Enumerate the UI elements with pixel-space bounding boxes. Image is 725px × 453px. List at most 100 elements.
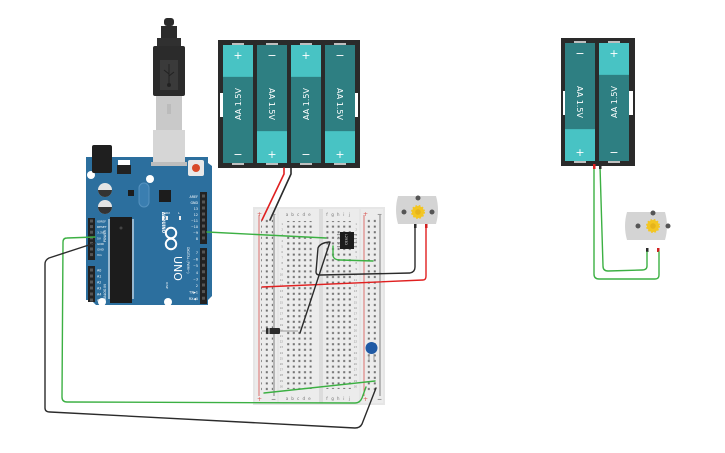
led-label-l: L <box>178 211 180 215</box>
analog-pin[interactable] <box>90 280 93 284</box>
power-pin-label: 3.3V <box>97 231 105 235</box>
digital-pin[interactable] <box>202 296 205 300</box>
led-label-tx: TX <box>161 211 166 215</box>
row-label: 29 <box>354 379 358 383</box>
row-label: 4 <box>355 239 357 243</box>
row-label: 2 <box>355 228 357 232</box>
motor-terminal-black <box>414 224 417 228</box>
ic-body <box>340 232 354 249</box>
small-chip <box>128 190 134 196</box>
power-pin[interactable] <box>90 225 93 229</box>
row-label: 11 <box>354 278 358 282</box>
power-pin[interactable] <box>90 253 93 257</box>
wire-green-ic[interactable] <box>332 245 374 262</box>
row-label: 6 <box>355 250 357 254</box>
analog-pin[interactable] <box>90 274 93 278</box>
atmega-chip <box>110 217 132 303</box>
row-label: 13 <box>280 289 284 293</box>
analog-pin[interactable] <box>90 292 93 296</box>
digital-pin-label: 2 <box>196 284 198 288</box>
usb-cable-plug[interactable] <box>153 18 185 130</box>
row-label: 23 <box>280 345 284 349</box>
digital-pin-label: 4 <box>196 271 198 275</box>
row-labels: 1122334455667788991010111112121313141415… <box>280 222 358 388</box>
power-pin[interactable] <box>90 241 93 245</box>
wire-green-motor2-a[interactable] <box>593 165 660 280</box>
led-tx <box>162 216 164 220</box>
digital-pin[interactable] <box>202 263 205 267</box>
row-label: 28 <box>354 373 358 377</box>
wire-green-rail[interactable] <box>263 380 376 394</box>
power-section-label: POWER <box>103 229 107 242</box>
wire-green-pin11[interactable] <box>206 231 327 239</box>
ceramic-capacitor[interactable] <box>365 342 378 362</box>
wire-black-diagonal[interactable] <box>299 241 331 334</box>
icsp-label: ICSP <box>165 282 169 289</box>
column-label: h <box>337 396 340 401</box>
diode[interactable] <box>262 328 298 334</box>
mounting-hole <box>164 298 172 306</box>
digital-pin[interactable] <box>202 276 205 280</box>
digital-pin[interactable] <box>202 230 205 234</box>
analog-pin[interactable] <box>90 286 93 290</box>
capacitor-1-mark <box>98 190 112 197</box>
cell-terminal-bottom: + <box>575 146 584 159</box>
motor-dot <box>429 209 435 215</box>
dc-motor-1[interactable] <box>396 195 438 229</box>
usb-icon <box>163 64 175 87</box>
digital-pin[interactable] <box>202 200 205 204</box>
wire-red-motor1[interactable] <box>261 227 427 288</box>
digital-pin[interactable] <box>202 283 205 287</box>
power-pin[interactable] <box>90 247 93 251</box>
dc-motor-2[interactable] <box>625 210 671 253</box>
row-label: 27 <box>280 368 284 372</box>
digital-pin[interactable] <box>202 250 205 254</box>
row-label: 5 <box>281 244 283 248</box>
wire-green-motor2-b[interactable] <box>599 165 648 272</box>
row-label: 23 <box>354 345 358 349</box>
cell-positive-end <box>223 45 253 77</box>
digital-pin[interactable] <box>202 270 205 274</box>
wire-red[interactable] <box>261 167 285 221</box>
analog-section-label: ANALOG IN <box>103 284 107 302</box>
digital-pin[interactable] <box>202 212 205 216</box>
wire-green-5v[interactable] <box>61 236 367 404</box>
digital-pin[interactable] <box>202 194 205 198</box>
reset-button[interactable] <box>192 164 200 172</box>
row-label: 22 <box>280 340 284 344</box>
digital-pin[interactable] <box>202 290 205 294</box>
battery-pack-2aa[interactable]: −+AA 1.5V+−AA 1.5V <box>561 38 635 166</box>
cell-terminal-bottom: − <box>301 148 310 161</box>
column-label: b <box>291 396 294 401</box>
row-label: 7 <box>281 256 283 260</box>
power-pin[interactable] <box>90 230 93 234</box>
digital-pin-label: 7 <box>196 251 198 255</box>
digital-pin[interactable] <box>202 224 205 228</box>
digital-pin[interactable] <box>202 236 205 240</box>
cell-label: AA 1.5V <box>575 86 584 118</box>
crystal-oscillator <box>138 182 150 208</box>
l293d-motor-driver-ic[interactable]: L293D <box>337 232 357 249</box>
analog-pin[interactable] <box>90 268 93 272</box>
wire-black[interactable] <box>269 167 292 221</box>
battery-pack-4aa[interactable]: +−AA 1.5V−+AA 1.5V+−AA 1.5V−+AA 1.5V <box>218 40 360 168</box>
dc-power-jack <box>92 145 112 173</box>
wire-black-gnd[interactable] <box>44 242 377 429</box>
left-rail-holes <box>261 219 273 393</box>
power-pin[interactable] <box>90 219 93 223</box>
arduino-uno-board[interactable]: TX RX L ARDUINO UNO ICSP AREFGND1312~11~… <box>86 130 212 306</box>
digital-pin[interactable] <box>202 257 205 261</box>
row-label: 17 <box>354 312 358 316</box>
usb-metal-slot <box>167 104 171 114</box>
holder-notch-right <box>629 91 633 115</box>
digital-pin[interactable] <box>202 206 205 210</box>
analog-pin[interactable] <box>90 298 93 302</box>
row-label: 1 <box>355 222 357 226</box>
wire-black-motor1[interactable] <box>315 227 416 276</box>
row-label: 15 <box>354 300 358 304</box>
digital-pin[interactable] <box>202 218 205 222</box>
battery-cell: −+AA 1.5V <box>565 41 595 163</box>
digital-header-top <box>200 192 207 244</box>
